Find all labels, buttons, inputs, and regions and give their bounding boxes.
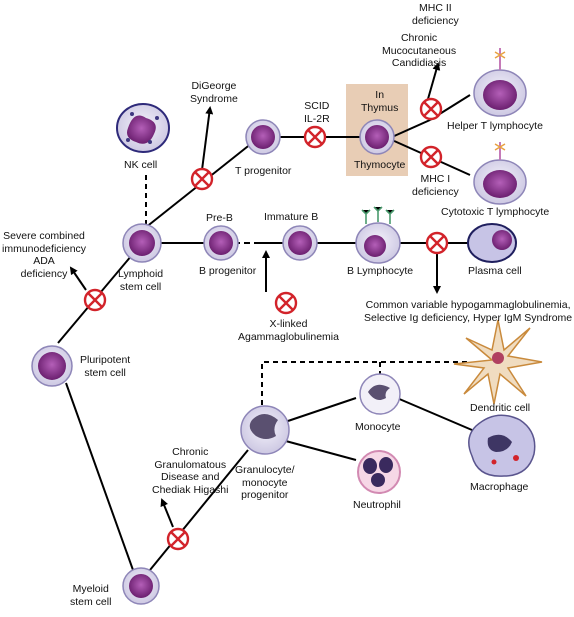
label-pre-b: Pre-B [206,212,233,224]
block-x-linked [274,291,298,315]
block-digeorge [190,167,214,191]
label-monocyte: Monocyte [355,421,401,433]
helper-t-cell [473,48,527,117]
label-cytotoxic-t: Cytotoxic T lymphocyte [441,206,550,218]
block-scid-ada [83,288,107,312]
block-symbols [83,97,449,551]
label-cvid: Common variable hypogammaglobulinemia,Se… [364,299,573,324]
neutrophil-cell [357,450,401,494]
cytotoxic-t-cell [473,142,527,205]
granulocyte-monocyte-progenitor-cell [240,405,290,455]
label-plasma-cell: Plasma cell [468,265,522,277]
label-helper-t: Helper T lymphocyte [447,120,543,132]
block-scid-il2r [303,125,327,149]
immature-b-cell [282,225,318,261]
b-lymphocyte-cell [355,206,401,264]
label-thymocyte: Thymocyte [354,159,406,171]
block-mhc1 [419,145,443,169]
lymphoid-stem-cell [122,223,162,263]
monocyte-cell [359,373,401,415]
macrophage-cell [468,414,536,477]
nk-cell [116,103,170,153]
arrows [69,62,441,528]
plasma-cell [467,223,517,263]
block-mhc2 [419,97,443,121]
myeloid-stem-cell [122,567,160,605]
b-progenitor-cell [203,225,239,261]
label-neutrophil: Neutrophil [353,499,401,511]
label-b-progenitor: B progenitor [199,265,257,277]
label-t-progenitor: T progenitor [235,165,292,177]
label-macrophage: Macrophage [470,481,529,493]
pluripotent-stem-cell [31,345,73,387]
block-cgd [166,527,190,551]
dendritic-cell [453,319,543,405]
block-cvid [425,231,449,255]
label-dendritic: Dendritic cell [470,402,531,414]
label-immature-b: Immature B [264,211,319,223]
label-b-lymphocyte: B Lymphocyte [347,265,414,277]
t-progenitor-cell [245,119,281,155]
thymocyte-cell [359,119,395,155]
label-nk-cell: NK cell [124,159,158,171]
